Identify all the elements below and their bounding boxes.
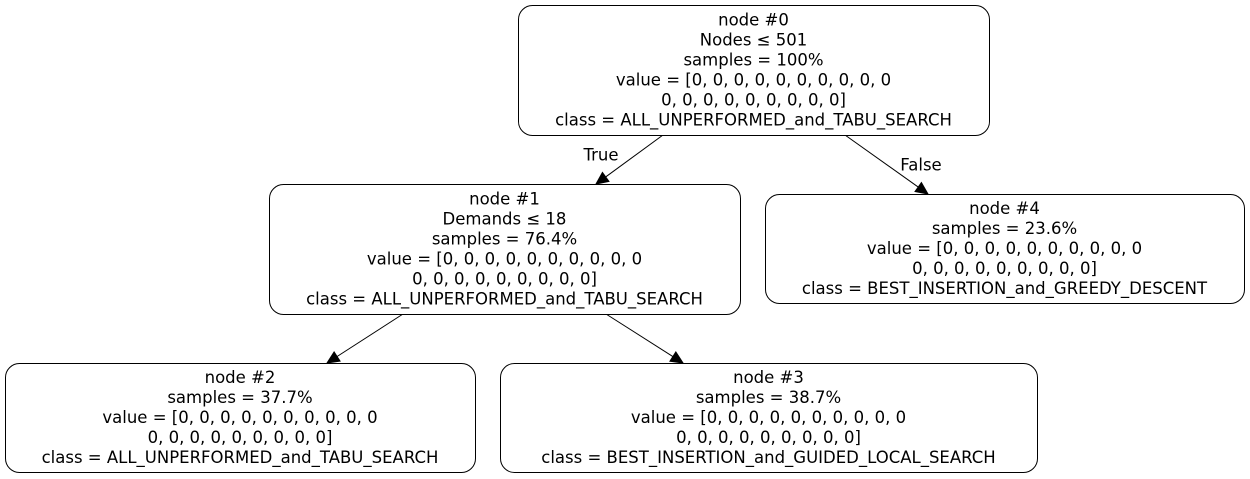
node-text-line: samples = 100%	[683, 51, 823, 70]
edge-line	[605, 313, 674, 357]
edge-label-true: True	[582, 146, 618, 165]
node-text-line: value = [0, 0, 0, 0, 0, 0, 0, 0, 0, 0	[631, 408, 906, 427]
node-text-line: samples = 37.7%	[167, 388, 312, 407]
node-box	[5, 363, 476, 473]
node-text-line: node #2	[205, 368, 276, 387]
node-text-line: class = ALL_UNPERFORMED_and_TABU_SEARCH	[42, 448, 439, 468]
node-text-line: 0, 0, 0, 0, 0, 0, 0, 0, 0]	[148, 428, 333, 447]
node-text-line: samples = 76.4%	[432, 230, 577, 249]
edge-arrowhead	[595, 171, 610, 185]
node-text-line: samples = 23.6%	[932, 219, 1077, 238]
edge-line	[844, 134, 919, 188]
node-text-line: Demands ≤ 18	[443, 210, 567, 229]
edge-line	[336, 313, 404, 357]
node-text-line: value = [0, 0, 0, 0, 0, 0, 0, 0, 0, 0	[867, 239, 1142, 258]
edge-label-false: False	[900, 156, 941, 175]
edge-1-2	[325, 313, 404, 364]
edge-0-1: True	[582, 134, 664, 185]
node-text-line: 0, 0, 0, 0, 0, 0, 0, 0, 0]	[676, 428, 861, 447]
node-text-line: 0, 0, 0, 0, 0, 0, 0, 0, 0]	[912, 259, 1097, 278]
node-text-line: 0, 0, 0, 0, 0, 0, 0, 0, 0]	[661, 91, 846, 110]
node-text-line: Nodes ≤ 501	[700, 31, 807, 50]
node-box	[518, 5, 990, 136]
edge-arrowhead	[325, 350, 341, 364]
node-text-line: samples = 38.7%	[696, 388, 841, 407]
node-box	[765, 194, 1245, 304]
node-text-line: node #1	[469, 190, 540, 209]
node-text-line: class = ALL_UNPERFORMED_and_TABU_SEARCH	[306, 290, 703, 310]
node-text-line: value = [0, 0, 0, 0, 0, 0, 0, 0, 0, 0	[616, 71, 891, 90]
node-text-line: node #4	[969, 199, 1040, 218]
node-text-line: value = [0, 0, 0, 0, 0, 0, 0, 0, 0, 0	[102, 408, 377, 427]
edge-arrowhead	[914, 181, 929, 195]
node-box	[500, 363, 1038, 473]
edge-0-4: False	[844, 134, 942, 195]
node-text-line: value = [0, 0, 0, 0, 0, 0, 0, 0, 0, 0	[367, 250, 642, 269]
edge-arrowhead	[669, 350, 685, 364]
node-text-line: class = BEST_INSERTION_and_GREEDY_DESCEN…	[802, 279, 1208, 299]
node-text-line: node #3	[733, 368, 804, 387]
node-text-line: 0, 0, 0, 0, 0, 0, 0, 0, 0]	[412, 270, 597, 289]
node-text-line: node #0	[718, 11, 789, 30]
edge-1-3	[605, 313, 685, 364]
node-text-line: class = ALL_UNPERFORMED_and_TABU_SEARCH	[555, 111, 952, 131]
node-box	[269, 184, 741, 315]
edge-line	[605, 134, 664, 178]
node-text-line: class = BEST_INSERTION_and_GUIDED_LOCAL_…	[541, 448, 995, 468]
